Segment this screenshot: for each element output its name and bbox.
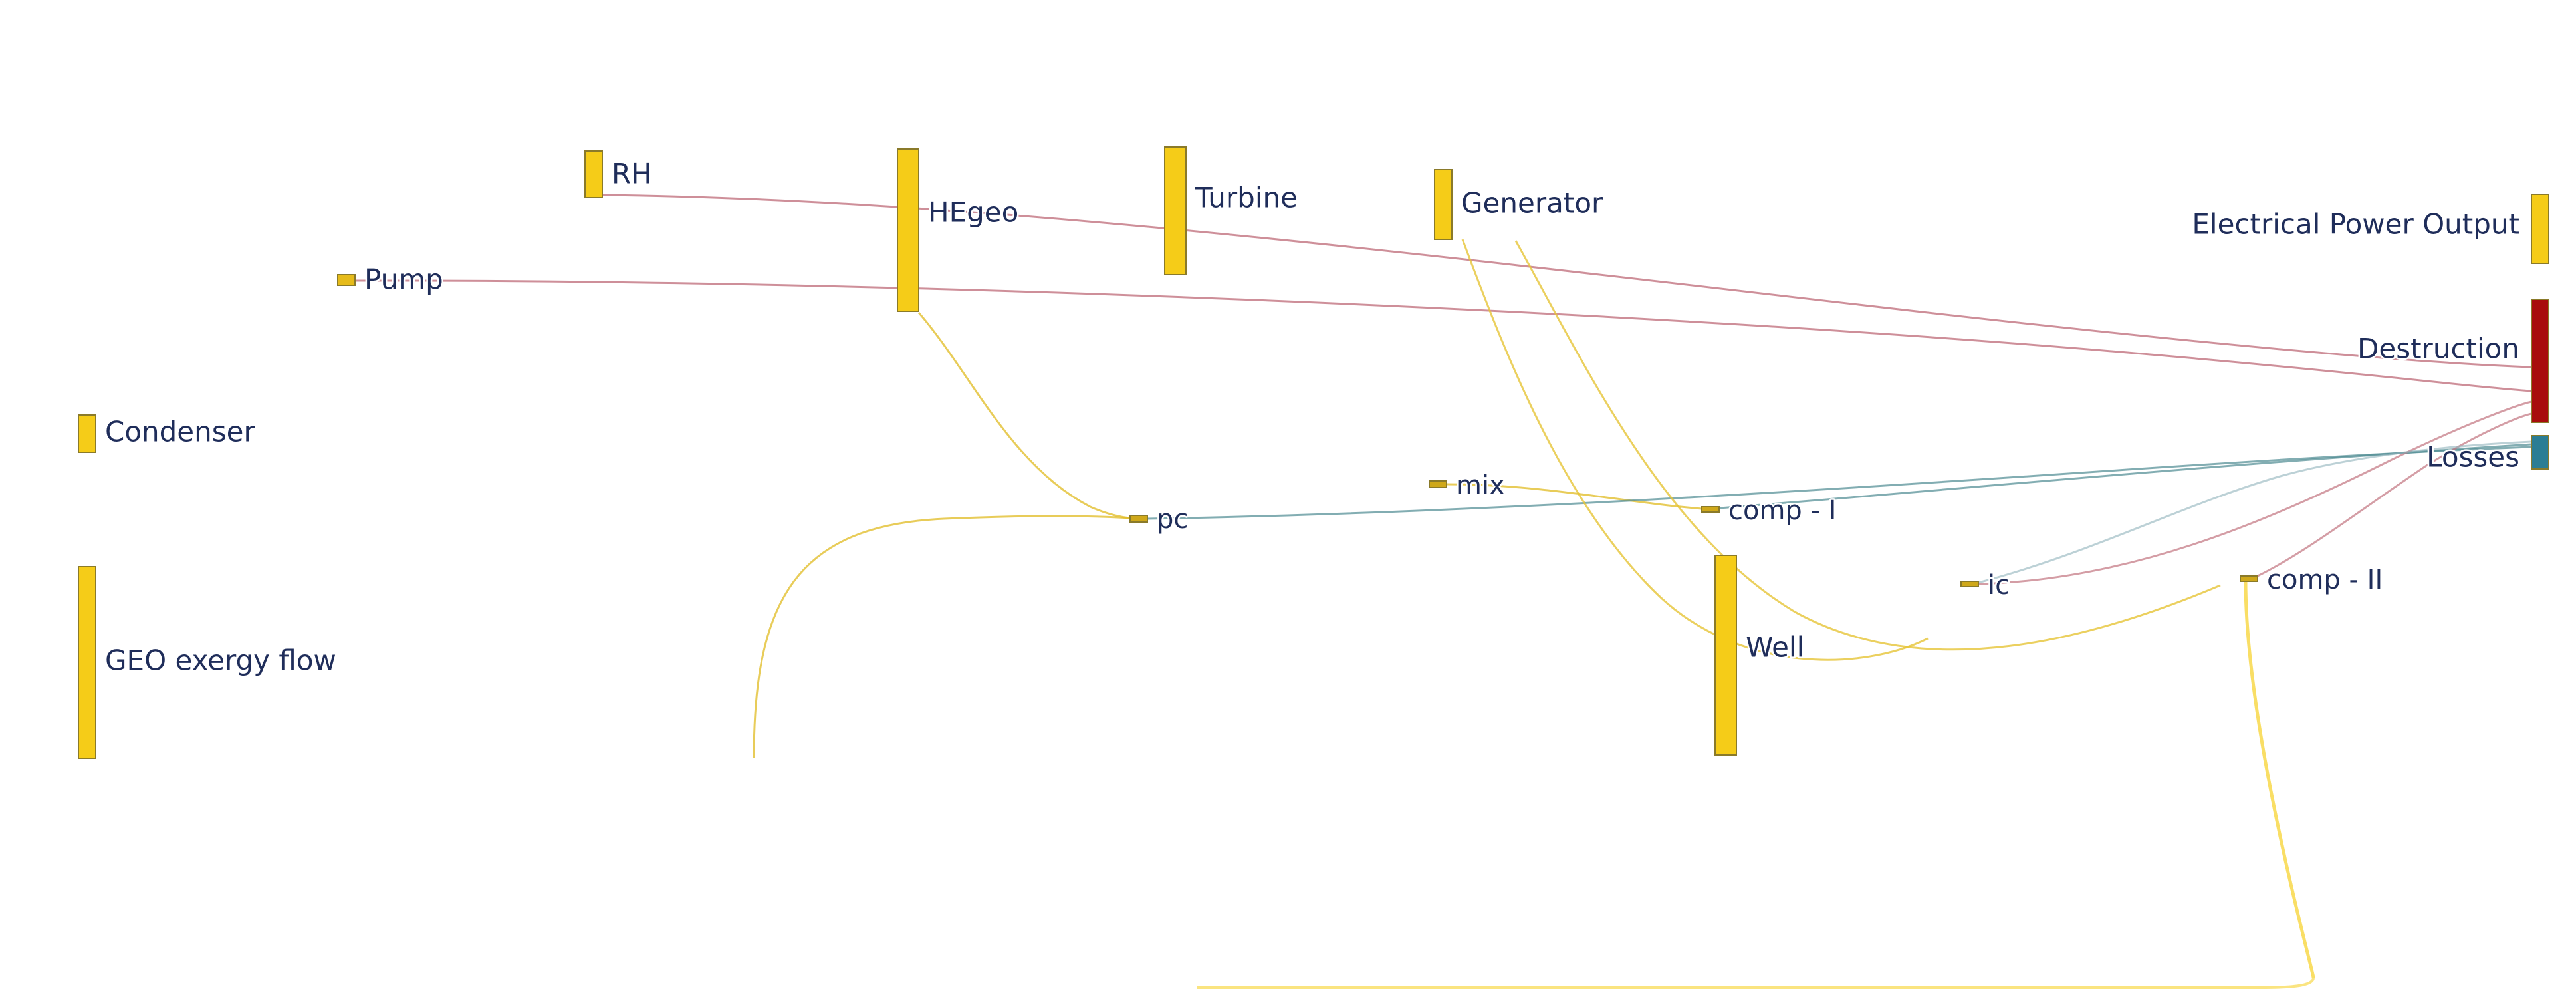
link-generator-to-destruction[interactable]: [1452, 229, 2531, 343]
link-geo-to-hegeo[interactable]: [751, 206, 897, 758]
link-compii-loop-bottom[interactable]: [1197, 977, 2315, 989]
link-hegeo-gold-thin[interactable]: [917, 312, 1131, 519]
label-condenser: Condenser: [105, 416, 255, 448]
node-pump[interactable]: [337, 274, 356, 286]
label-comp-i: comp - I: [1728, 496, 1836, 526]
node-layer: [78, 146, 2549, 759]
label-geo-exergy-flow: GEO exergy flow: [105, 644, 336, 677]
link-rh-to-destruction[interactable]: [602, 194, 2532, 368]
label-well: Well: [1746, 631, 1804, 664]
node-generator[interactable]: [1434, 169, 1453, 240]
label-pump: Pump: [364, 263, 443, 296]
label-turbine: Turbine: [1195, 182, 1298, 214]
link-well-destruction-band[interactable]: [1736, 403, 2531, 597]
node-hegeo[interactable]: [897, 148, 919, 312]
node-comp-ii[interactable]: [2240, 575, 2258, 582]
node-turbine[interactable]: [1164, 146, 1187, 275]
node-losses[interactable]: [2531, 435, 2549, 470]
link-geo-to-well[interactable]: [96, 567, 1715, 755]
label-electrical-power-output: Electrical Power Output: [2192, 208, 2519, 241]
link-pump-to-destruction[interactable]: [354, 279, 2532, 392]
label-pc: pc: [1157, 504, 1188, 535]
label-layer: Condenser GEO exergy flow Pump RH HEgeo …: [104, 156, 2521, 678]
link-condenser-to-losses[interactable]: [96, 434, 2531, 476]
node-comp-i[interactable]: [1701, 506, 1720, 513]
node-electrical-power-output[interactable]: [2531, 194, 2549, 264]
link-turbine-to-rh[interactable]: [326, 12, 1263, 191]
node-well[interactable]: [1714, 555, 1737, 756]
link-compii-loop[interactable]: [2244, 581, 2315, 978]
node-ic[interactable]: [1960, 581, 1979, 587]
label-generator: Generator: [1461, 187, 1603, 219]
link-turbine-to-destruction[interactable]: [1186, 275, 2531, 341]
link-well-to-destruction[interactable]: [1736, 411, 2531, 597]
link-layer: [13, 12, 2532, 989]
link-geo-to-pc[interactable]: [753, 515, 1131, 759]
link-ic-to-destruction[interactable]: [1978, 400, 2532, 585]
link-mix-to-compi[interactable]: [1446, 483, 1702, 510]
link-compii-to-destruction[interactable]: [2257, 412, 2532, 577]
node-geo-exergy-flow[interactable]: [78, 566, 96, 759]
link-generator-gold-thin-b[interactable]: [1514, 240, 2221, 651]
label-mix: mix: [1456, 470, 1505, 501]
node-destruction[interactable]: [2531, 299, 2549, 423]
link-compii-to-losses[interactable]: [1978, 440, 2532, 584]
link-hegeo-to-mix[interactable]: [919, 307, 1429, 502]
node-condenser[interactable]: [78, 414, 96, 453]
label-comp-ii: comp - II: [2267, 565, 2383, 595]
label-destruction: Destruction: [2357, 333, 2519, 365]
label-ic: ic: [1988, 570, 2010, 601]
label-hegeo: HEgeo: [928, 196, 1018, 229]
link-generator-gold-thin-a[interactable]: [1461, 239, 1929, 661]
node-mix[interactable]: [1429, 480, 1447, 488]
label-losses: Losses: [2426, 441, 2519, 474]
label-rh: RH: [612, 158, 652, 190]
node-pc[interactable]: [1129, 515, 1148, 523]
node-rh[interactable]: [584, 150, 603, 198]
link-well-loop-back[interactable]: [705, 162, 1897, 927]
link-condenser-to-pump[interactable]: [13, 13, 372, 415]
